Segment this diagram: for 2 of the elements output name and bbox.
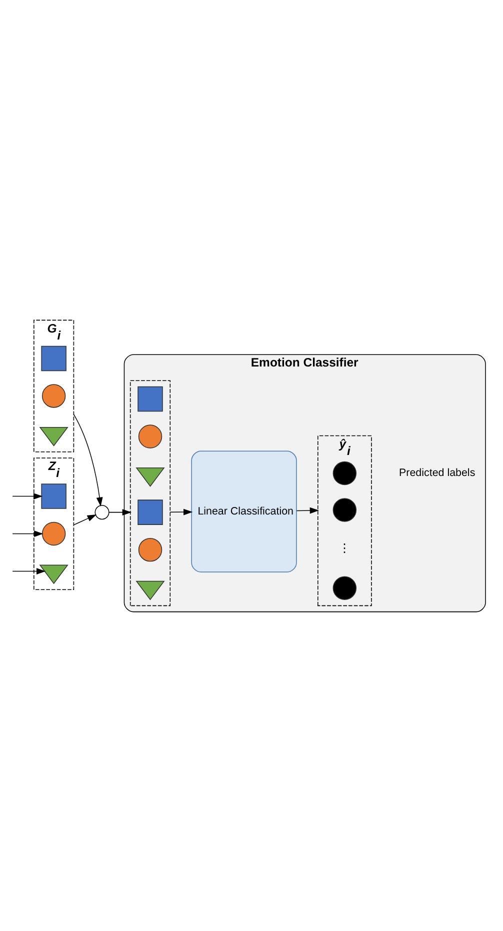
label: ⋮ [338, 540, 351, 554]
node-label: Predicted labels [399, 466, 476, 479]
